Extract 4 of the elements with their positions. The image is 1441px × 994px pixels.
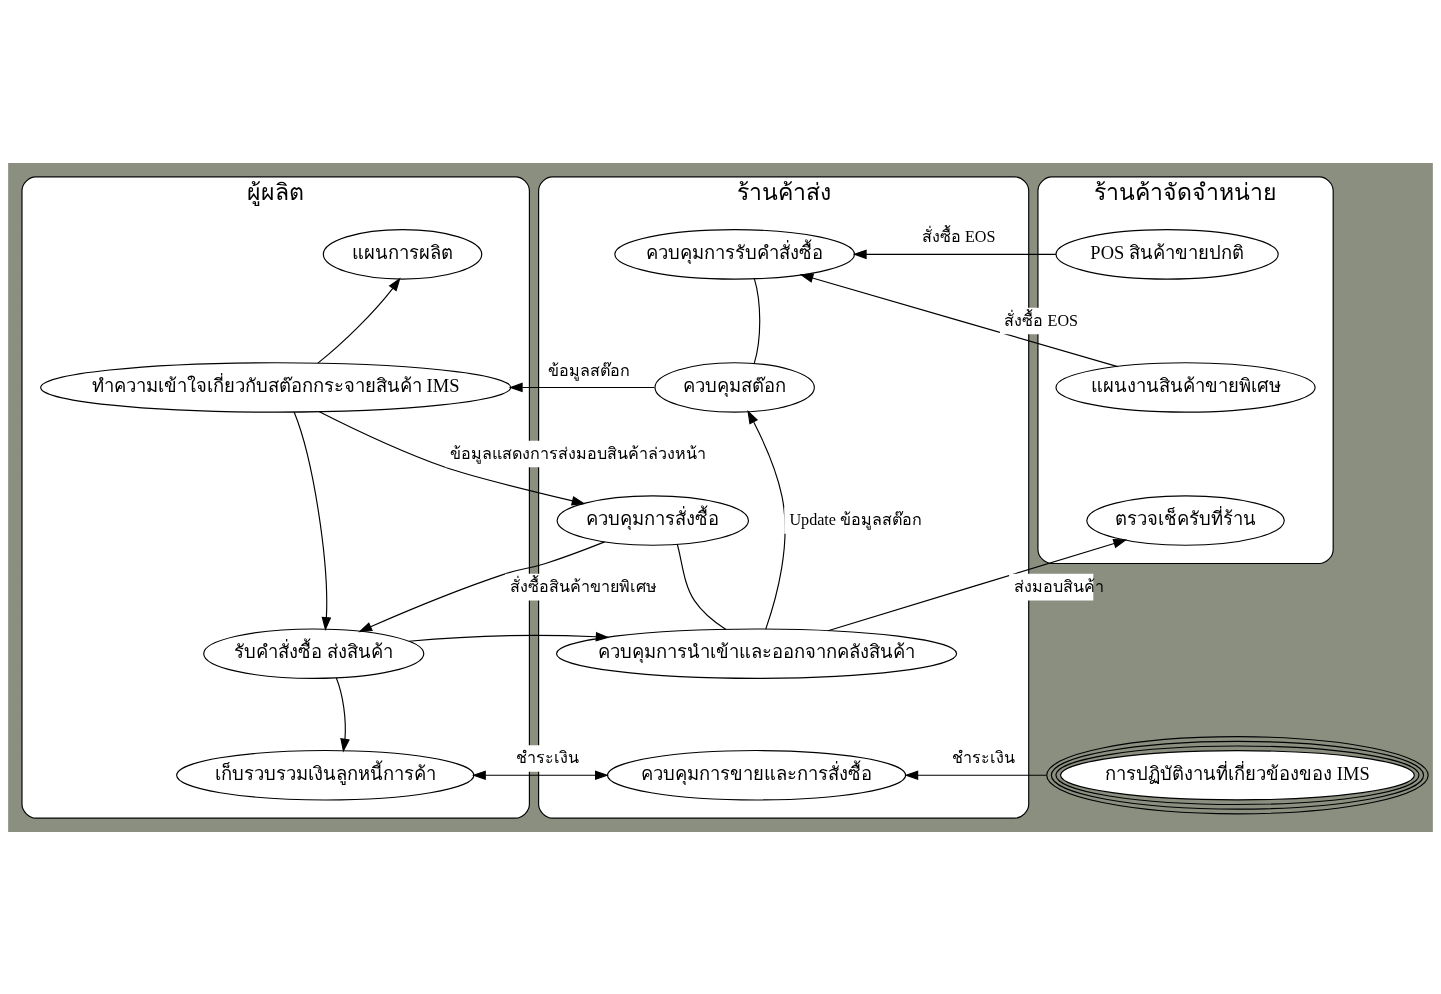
edge-label: สั่งซื้อ EOS bbox=[921, 227, 996, 245]
edge-label: ชำระเงิน bbox=[952, 748, 1016, 766]
edge-label: ข้อมูลสต๊อก bbox=[548, 361, 631, 379]
edge-label: Update ข้อมูลสต๊อก bbox=[789, 510, 923, 528]
